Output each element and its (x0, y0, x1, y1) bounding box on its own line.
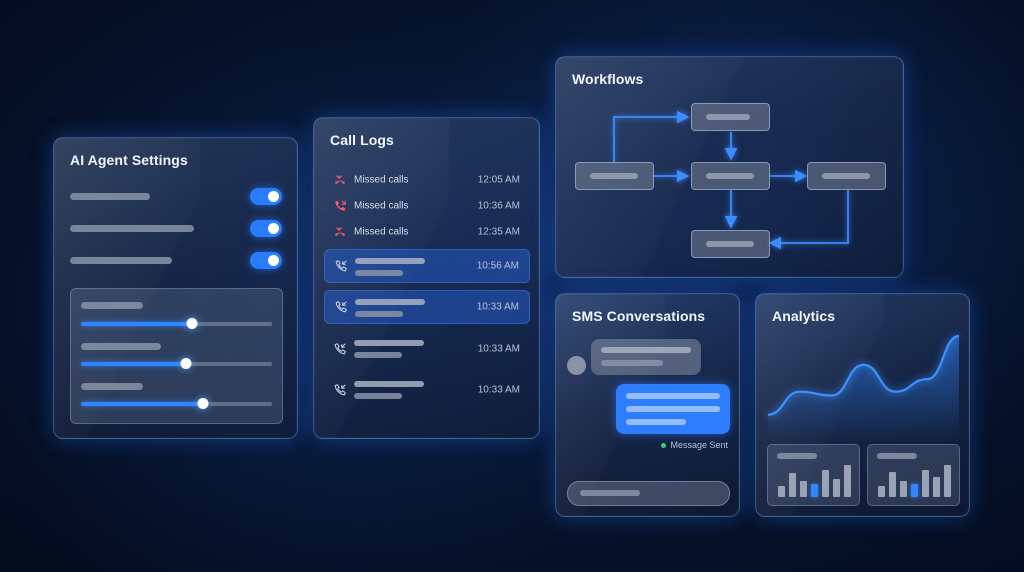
workflow-connectors (613, 110, 849, 250)
mini-bar (811, 483, 818, 497)
workflows-panel: Workflows (555, 56, 904, 278)
setting-toggle-1[interactable] (250, 188, 282, 205)
missed-call-icon (334, 175, 346, 184)
call-log-row[interactable]: Missed calls 10:36 AM (324, 189, 530, 223)
analytics-area (768, 336, 959, 442)
setting-label-3 (70, 257, 172, 264)
caller-name (355, 299, 425, 305)
caller-detail (354, 352, 402, 358)
setting-toggle-2[interactable] (250, 220, 282, 237)
message-status-text: Message Sent (670, 440, 728, 450)
call-time: 10:33 AM (476, 301, 519, 313)
caller-detail (355, 311, 403, 317)
analytics-line (767, 334, 960, 416)
missed-call-icon (334, 227, 346, 236)
mini-bar (933, 477, 940, 497)
slider-1[interactable] (81, 318, 272, 329)
analytics-title: Analytics (772, 308, 836, 324)
mini-bar (878, 485, 885, 497)
caller-name (354, 340, 424, 346)
caller-name (355, 258, 425, 264)
call-time: 12:05 AM (477, 174, 520, 186)
mini-bar (900, 481, 907, 497)
slider-label-1 (81, 302, 143, 309)
outgoing-message-bubble (616, 384, 730, 434)
setting-label-2 (70, 225, 194, 232)
workflow-node-right[interactable] (807, 162, 886, 190)
mini-bar (844, 465, 851, 497)
analytics-mini-chart-2 (867, 444, 960, 506)
setting-label-1 (70, 193, 150, 200)
slider-3[interactable] (81, 398, 272, 409)
contact-avatar (567, 356, 586, 375)
analytics-panel: Analytics (755, 293, 970, 517)
caller-name (354, 381, 424, 387)
call-time: 10:36 AM (477, 200, 520, 212)
caller-detail (355, 270, 403, 276)
incoming-call-icon (334, 384, 346, 396)
mini-bar (911, 483, 918, 497)
call-label: Missed calls (354, 200, 409, 212)
slider-2-thumb[interactable] (180, 358, 192, 369)
call-label: Missed calls (354, 226, 409, 238)
sms-conversations-panel: SMS Conversations Message Sent (555, 293, 740, 517)
slider-2[interactable] (81, 358, 272, 369)
call-log-row-selected[interactable]: 10:33 AM (324, 290, 530, 324)
mini-bar (833, 479, 840, 497)
call-time: 12:35 AM (477, 226, 520, 238)
workflow-node-bottom[interactable] (691, 230, 770, 258)
sent-status-dot (661, 443, 667, 449)
incoming-message-bubble (591, 339, 701, 375)
slider-1-thumb[interactable] (186, 318, 198, 329)
mini-bar (922, 469, 929, 497)
mini-bar (822, 469, 829, 497)
call-time: 10:33 AM (477, 343, 520, 355)
mini-bar (789, 473, 796, 497)
workflow-node-top[interactable] (691, 103, 770, 131)
missed-call-icon (335, 200, 346, 211)
workflow-node-center[interactable] (691, 162, 770, 190)
call-time: 10:33 AM (477, 384, 520, 396)
setting-toggle-3[interactable] (250, 252, 282, 269)
call-log-row[interactable]: 10:33 AM (324, 332, 530, 366)
analytics-line-chart (767, 334, 960, 442)
slider-label-3 (81, 383, 143, 390)
call-log-row[interactable]: Missed calls 12:35 AM (324, 215, 530, 249)
slider-3-thumb[interactable] (197, 398, 209, 409)
mini-bar (944, 465, 951, 497)
message-input[interactable] (567, 481, 730, 506)
mini-bar (778, 485, 785, 497)
incoming-call-icon (335, 260, 347, 272)
slider-settings-card (70, 288, 283, 424)
call-log-row[interactable]: 10:33 AM (324, 373, 530, 407)
call-logs-panel: Call Logs Missed calls 12:05 AM Missed c… (313, 117, 540, 439)
call-log-row[interactable]: Missed calls 12:05 AM (324, 163, 530, 197)
ai-agent-settings-panel: AI Agent Settings (53, 137, 298, 439)
call-log-row-selected[interactable]: 10:56 AM (324, 249, 530, 283)
slider-label-2 (81, 343, 161, 350)
workflows-title: Workflows (572, 71, 644, 87)
analytics-mini-chart-1 (767, 444, 860, 506)
mini-bar (800, 481, 807, 497)
ai-agent-settings-title: AI Agent Settings (70, 152, 188, 168)
call-label: Missed calls (354, 174, 409, 186)
call-logs-title: Call Logs (330, 132, 394, 148)
caller-detail (354, 393, 402, 399)
mini-bar (889, 472, 896, 497)
workflow-node-left[interactable] (575, 162, 654, 190)
message-status: Message Sent (661, 440, 728, 450)
incoming-call-icon (334, 343, 346, 355)
sms-conversations-title: SMS Conversations (572, 308, 706, 324)
call-time: 10:56 AM (476, 260, 519, 272)
incoming-call-icon (335, 301, 347, 313)
